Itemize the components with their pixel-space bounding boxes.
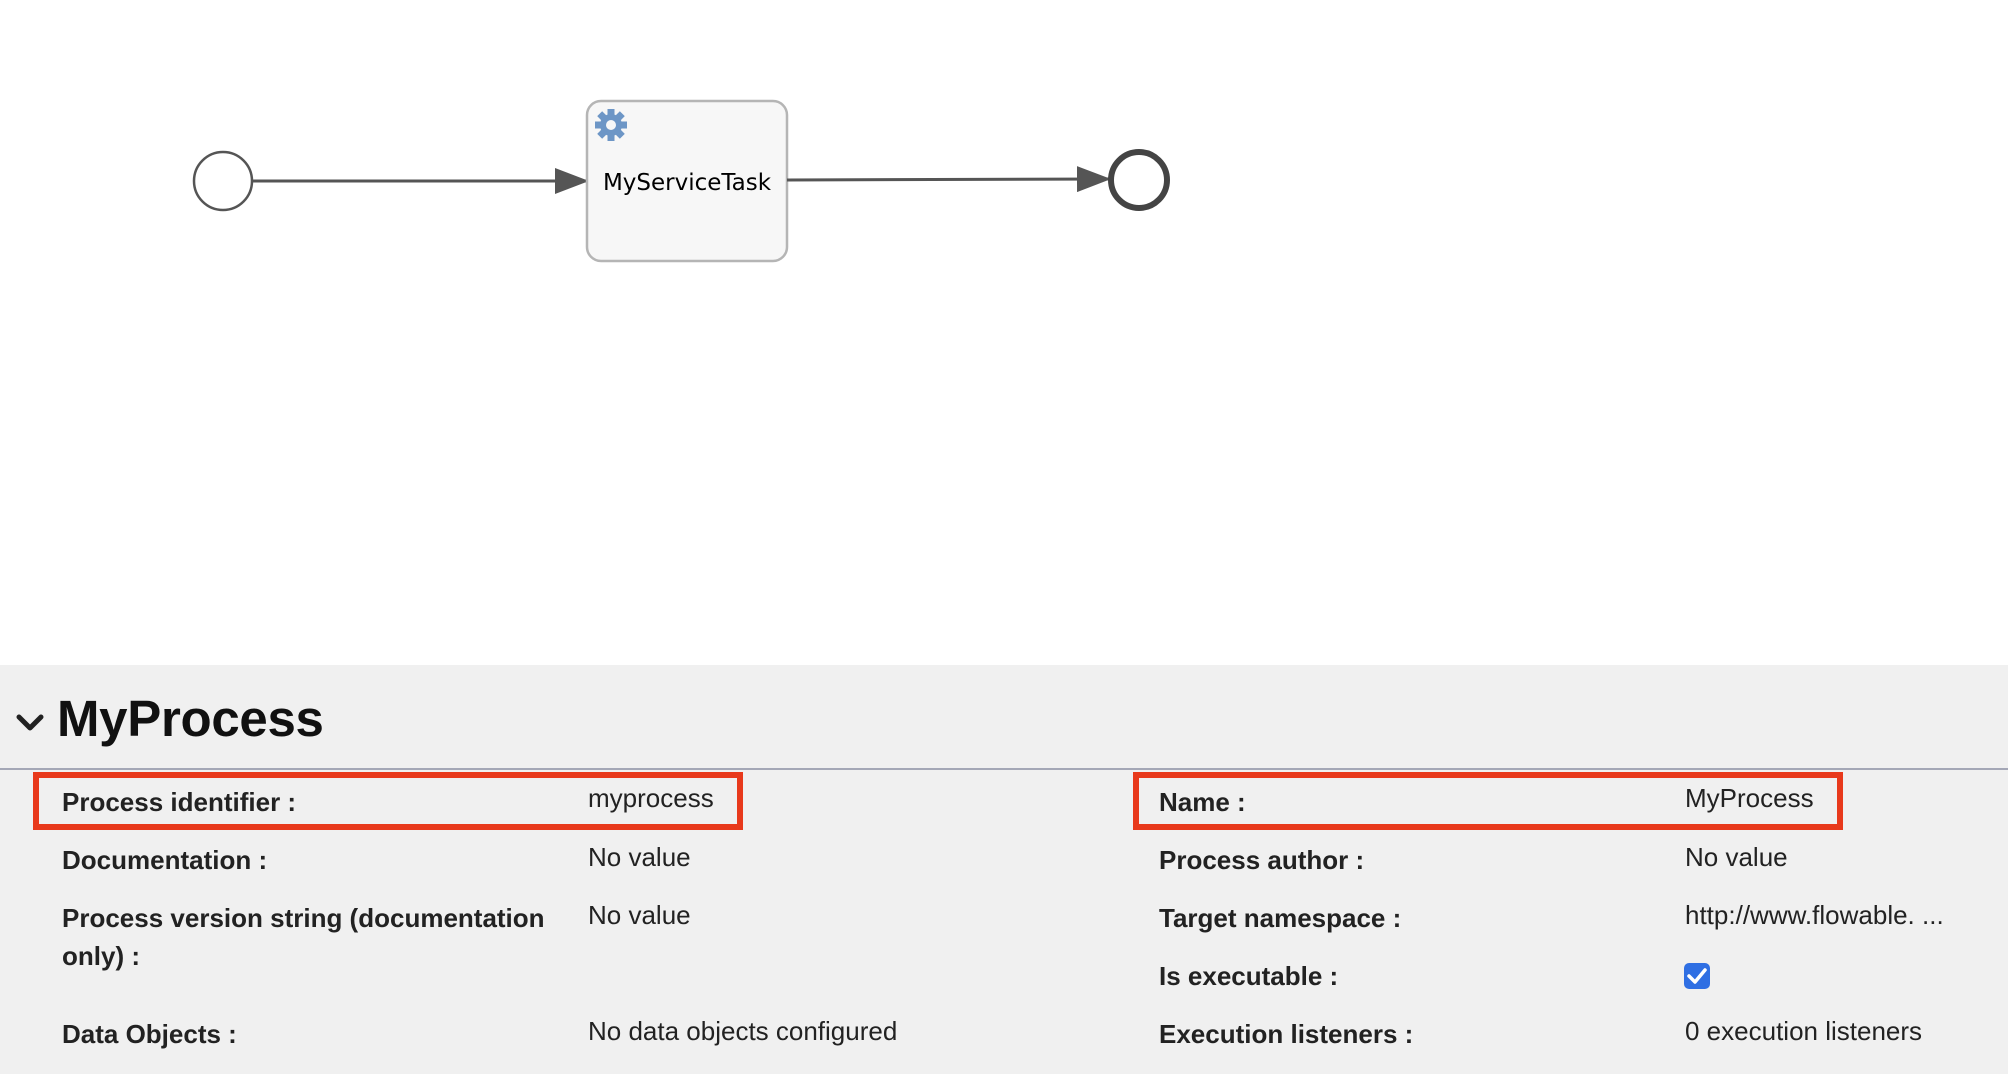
execution-listeners-label: Execution listeners :: [1159, 1019, 1414, 1049]
service-task[interactable]: MyServiceTask: [585, 99, 789, 263]
documentation-label: Documentation :: [62, 845, 268, 875]
process-diagram: MyServiceTask: [192, 99, 1170, 263]
data-objects-label: Data Objects :: [62, 1019, 237, 1049]
service-task-label: MyServiceTask: [603, 170, 772, 196]
version-string-value[interactable]: No value: [588, 900, 691, 930]
checkmark-icon: [1687, 968, 1707, 984]
highlight-name: [1133, 772, 1843, 830]
process-author-label: Process author :: [1159, 845, 1365, 875]
is-executable-checkbox[interactable]: [1684, 963, 1710, 989]
process-author-value[interactable]: No value: [1685, 842, 1788, 872]
properties-header: MyProcess: [0, 665, 2008, 770]
sequence-flow-task-to-end[interactable]: [786, 166, 1111, 193]
name-value[interactable]: MyProcess: [1685, 783, 1814, 813]
process-title: MyProcess: [57, 690, 324, 747]
target-namespace-label: Target namespace :: [1159, 903, 1402, 933]
target-namespace-value[interactable]: http://www.flowable. ...: [1685, 900, 1944, 930]
properties-panel: MyProcess: [0, 665, 2008, 1074]
gear-icon: [595, 109, 627, 141]
version-string-label: Process version string (documentation on…: [62, 903, 545, 971]
data-objects-value[interactable]: No data objects configured: [588, 1016, 898, 1046]
chevron-down-icon[interactable]: [15, 708, 45, 738]
documentation-value[interactable]: No value: [588, 842, 691, 872]
end-event[interactable]: [1108, 149, 1170, 211]
process-identifier-value[interactable]: myprocess: [588, 783, 714, 813]
execution-listeners-value[interactable]: 0 execution listeners: [1685, 1016, 1923, 1046]
name-label: Name :: [1159, 787, 1246, 817]
diagram-canvas[interactable]: MyServiceTask: [0, 0, 2008, 665]
highlight-process-identifier: [33, 772, 743, 830]
start-event[interactable]: [192, 150, 254, 212]
process-identifier-label: Process identifier :: [62, 787, 297, 817]
is-executable-label: Is executable :: [1159, 961, 1339, 991]
